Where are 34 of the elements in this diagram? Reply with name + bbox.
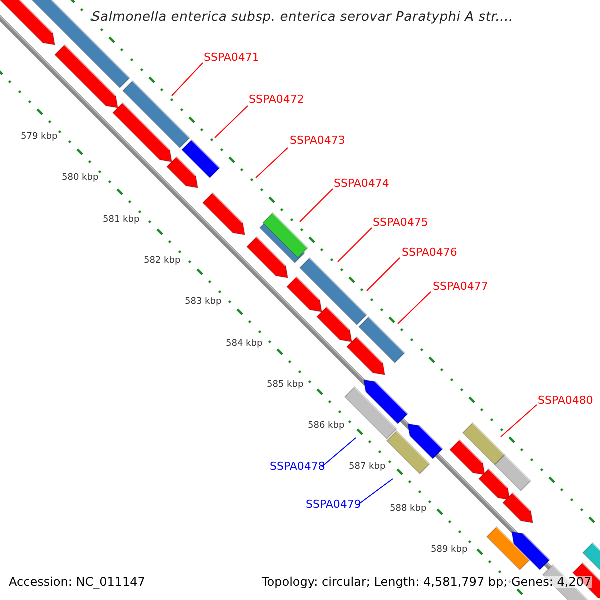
leader-line [300,188,334,222]
scale-label: 582 kbp [144,256,181,266]
scale-label: 580 kbp [62,174,99,184]
scale-label: 589 kbp [431,546,468,555]
gene-label: SSPA0478 [270,461,326,472]
scale-label: 588 kbp [390,504,427,514]
scale-label: 584 kbp [226,340,263,348]
scale-label: 585 kbp [267,380,304,390]
gene-label: SSPA0474 [334,178,390,189]
gene-label: SSPA0471 [204,52,260,63]
leader-line [214,106,248,138]
title: Salmonella enterica subsp. enterica serovar Paratyphi A str.... [92,11,514,24]
scale-label: 586 kbp [308,422,345,432]
gene-label: SSPA0479 [306,499,362,510]
leader-line [500,404,538,438]
gene-label: SSPA0476 [402,247,458,258]
gene-label: SSPA0475 [373,217,428,228]
scale-label: 581 kbp [103,216,140,225]
leader-line [256,148,288,178]
leader-line [366,258,400,292]
leader-line [398,292,432,324]
gene-label: SSPA0480 [538,395,594,406]
scale-label: 583 kbp [185,298,222,308]
scale-label: 579 kbp [21,133,58,142]
leader-line [358,478,394,506]
leader-line [338,228,372,262]
gene-label: SSPA0477 [433,281,488,292]
footer-text: Accession: NC_011147 [9,576,146,588]
gene-label: SSPA0472 [249,94,304,105]
gene-label: SSPA0473 [290,135,346,146]
leader-line [172,62,204,96]
footer-text: Topology: circular; Length: 4,581,797 bp; Genes: 4,207 [262,576,592,588]
leader-line [322,438,356,468]
scale-label: 587 kbp [349,463,386,472]
